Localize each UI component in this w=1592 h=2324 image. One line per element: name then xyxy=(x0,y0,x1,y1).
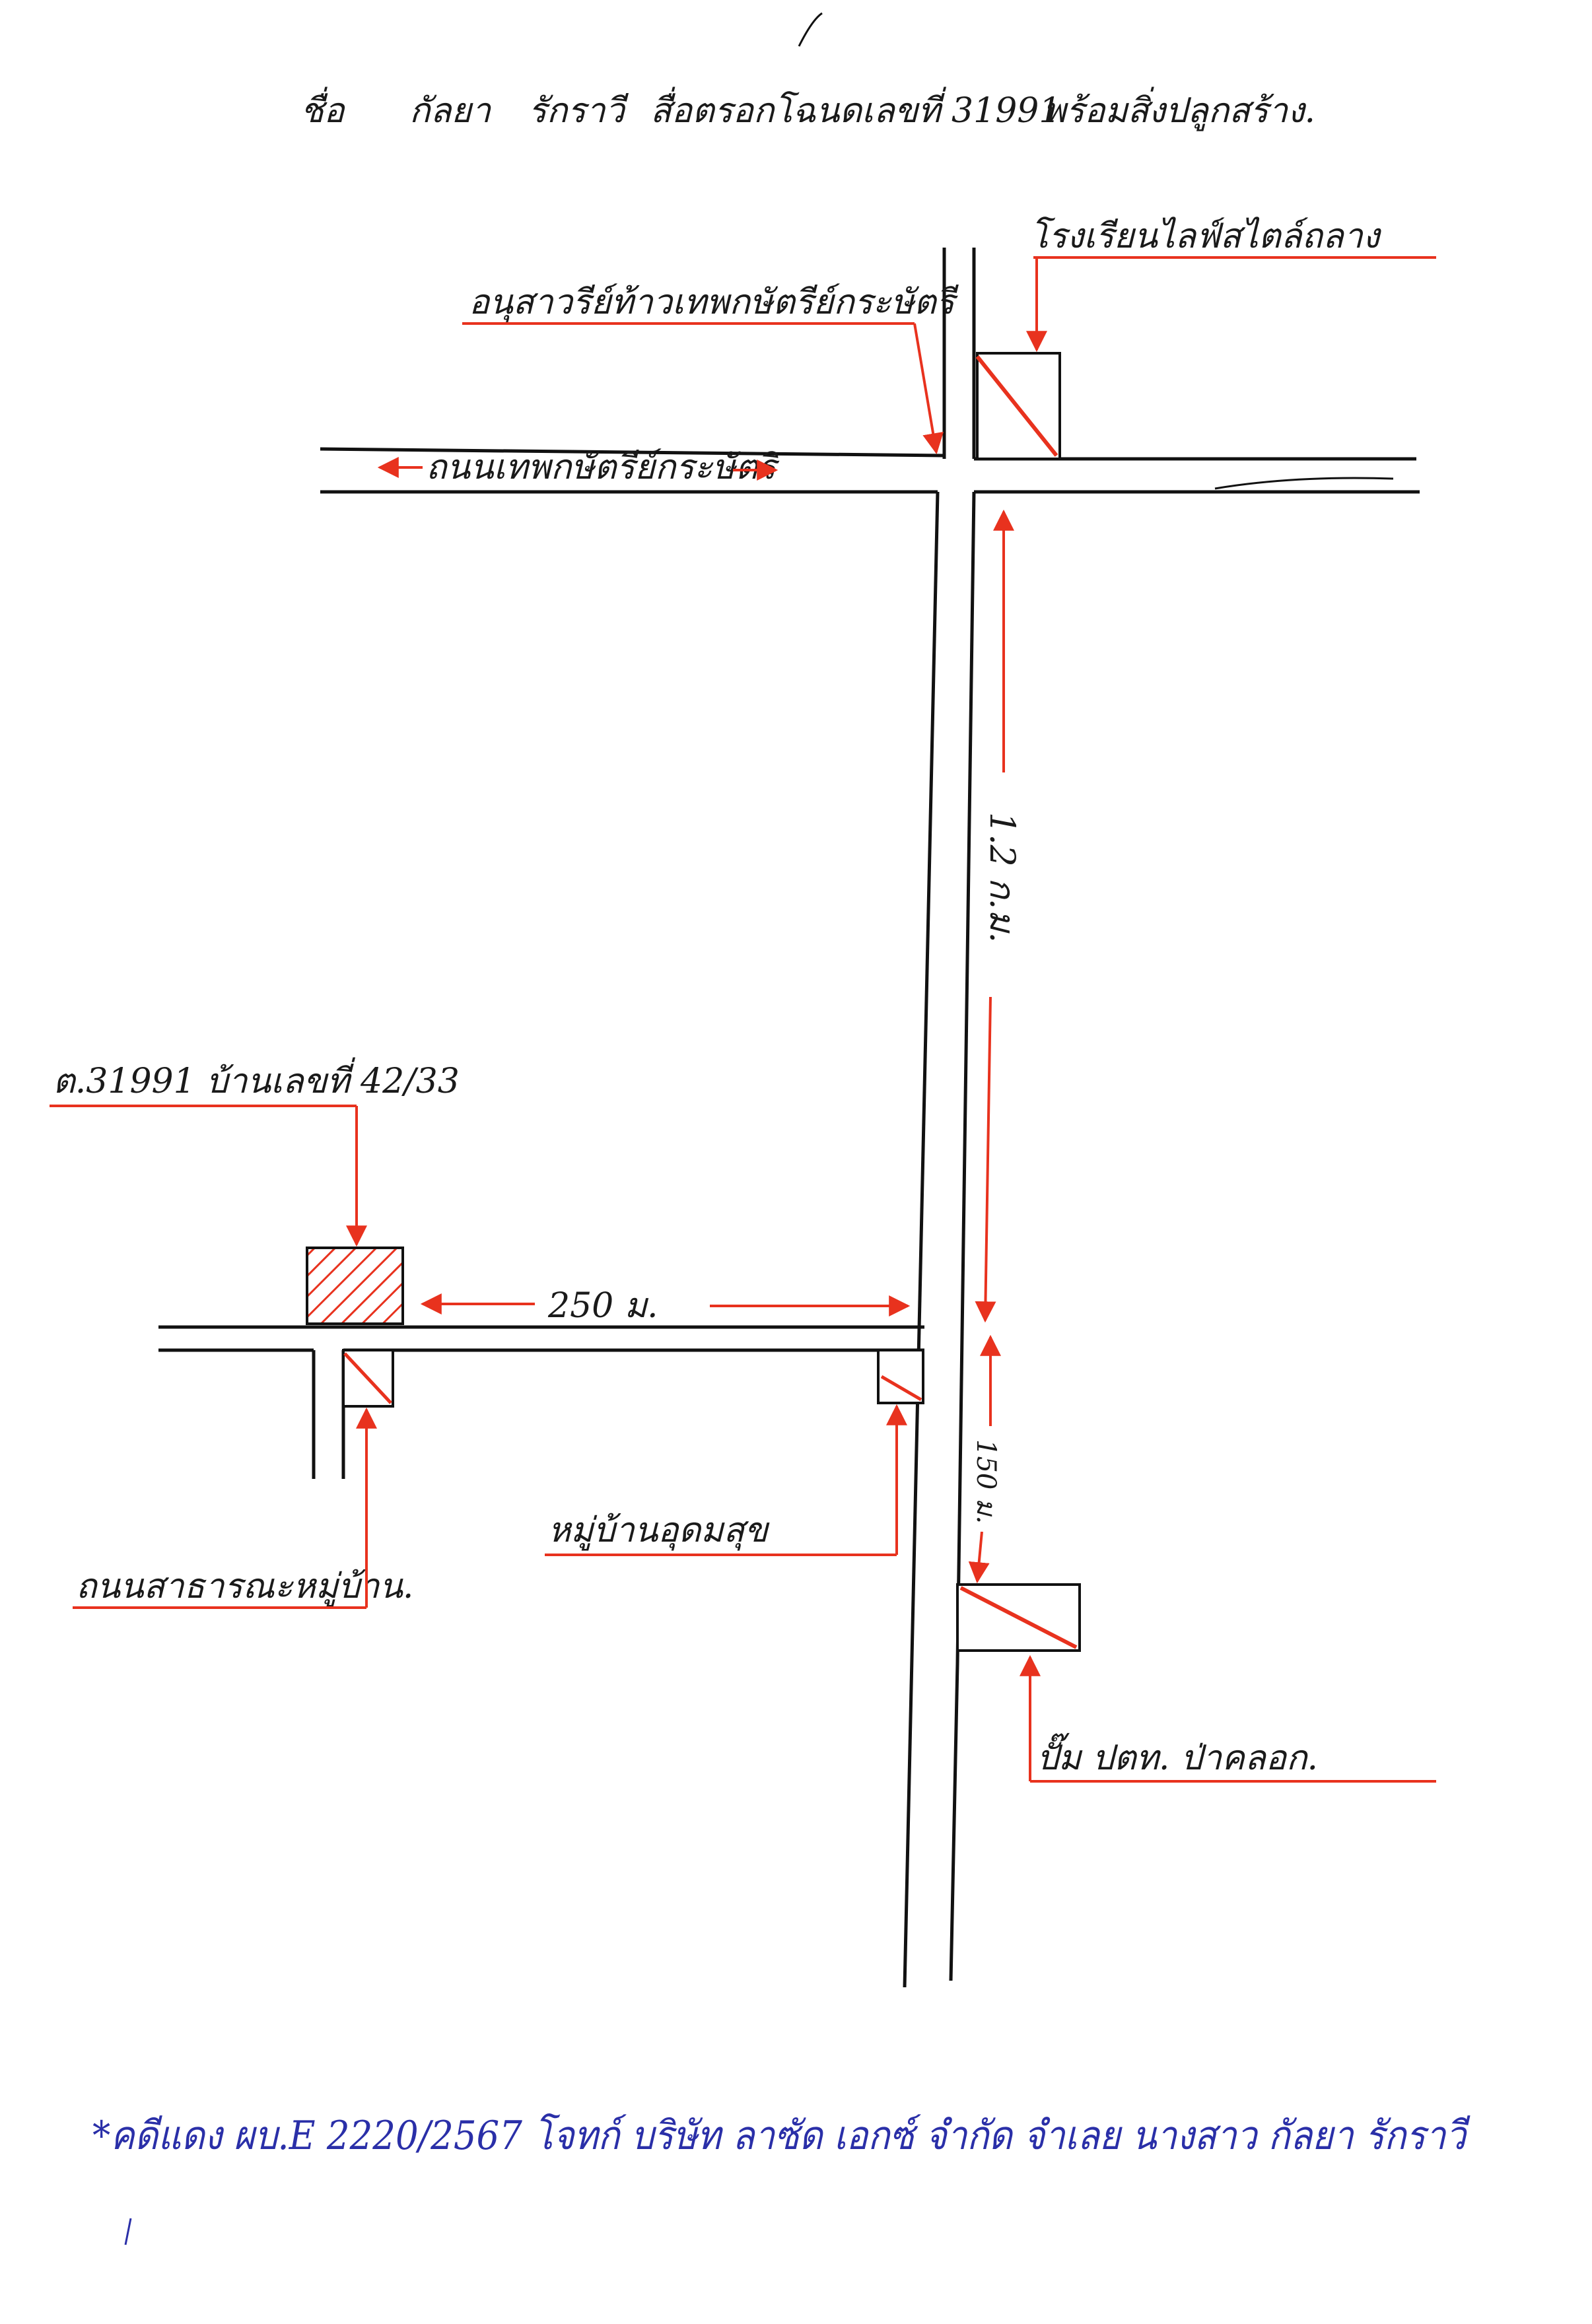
village-entrance-hatch xyxy=(880,1375,922,1402)
distance-short-label: 150 ม. xyxy=(971,1439,1001,1524)
village-label: หมู่บ้านอุดมสุข xyxy=(548,1511,770,1551)
header: ชื่อ กัลยา รักราวี สื่อตรอกโฉนดเลขที่ 31… xyxy=(300,86,1315,131)
landmark-school: โรงเรียนไลฟ์สไตล์ถลาง xyxy=(1026,217,1436,353)
monument-label: อนุสาวรีย์ท้าวเทพกษัตรีย์กระษัตรี xyxy=(469,283,959,323)
footer-note: *คดีแดง ผบ.E 2220/2567 โจทก์ บริษัท ลาซั… xyxy=(92,2113,1471,2159)
main-road-edge-right xyxy=(955,491,976,1664)
village-group: หมู่บ้านอุดมสุข xyxy=(545,1404,907,1556)
distance-horizontal-label: 250 ม. xyxy=(547,1286,658,1326)
pen-mark xyxy=(798,12,823,47)
footer-pen-stroke xyxy=(124,2218,132,2245)
village-entrance xyxy=(877,1349,924,1404)
target-house xyxy=(306,1247,404,1325)
public-road-group: ถนนสาธารณะหมู่บ้าน. xyxy=(73,1407,413,1609)
main-road-label-group: ถนนเทพกษัตรีย์กระษัตริ xyxy=(377,448,780,487)
header-name-label: ชื่อ xyxy=(300,86,346,131)
header-first-name: กัลยา xyxy=(409,91,492,131)
school-label: โรงเรียนไลฟ์สไตล์ถลาง xyxy=(1030,217,1382,256)
distance-short-bottom xyxy=(968,1531,990,1584)
distance-vertical: 1.2 ก.ม. xyxy=(975,509,1021,1323)
upper-road-edge-top-left xyxy=(320,447,945,458)
header-last-name: รักราวี xyxy=(528,91,629,131)
target-group: ต.31991 บ้านเลขที่ 42/33 xyxy=(50,1057,460,1247)
main-road-label: ถนนเทพกษัตรีย์กระษัตริ xyxy=(426,448,780,487)
target-label: ต.31991 บ้านเลขที่ 42/33 xyxy=(53,1057,460,1101)
header-suffix: พร้อมสิ่งปลูกสร้าง. xyxy=(1043,86,1315,131)
public-road-corner-hatch xyxy=(343,1352,392,1404)
distance-vertical-bottom xyxy=(975,996,996,1323)
buildings xyxy=(306,352,1081,1652)
school-hatch xyxy=(975,355,1058,457)
distance-vertical-label: 1.2 ก.ม. xyxy=(982,812,1021,943)
gas-station-hatch xyxy=(959,1586,1078,1649)
header-description: สื่อตรอกโฉนดเลขที่ 31991 xyxy=(650,86,1060,131)
road-network xyxy=(158,248,1420,1988)
main-road-edge-left xyxy=(903,491,940,1988)
gas-station-label: ปั๊ม ปตท. ป่าคลอก. xyxy=(1037,1732,1318,1778)
road-end-squiggle xyxy=(1214,477,1394,490)
distance-horizontal: 250 ม. xyxy=(420,1286,911,1326)
main-road-edge-right-lower xyxy=(949,1663,959,1981)
landmark-monument: อนุสาวรีย์ท้าวเทพกษัตรีย์กระษัตรี xyxy=(462,283,959,455)
gas-station-group: ปั๊ม ปตท. ป่าคลอก. xyxy=(1020,1655,1436,1783)
footer: *คดีแดง ผบ.E 2220/2567 โจทก์ บริษัท ลาซั… xyxy=(92,2113,1471,2245)
distance-short: 150 ม. xyxy=(968,1334,1001,1584)
public-road-label: ถนนสาธารณะหมู่บ้าน. xyxy=(76,1567,413,1607)
monument-arrow xyxy=(913,323,944,455)
